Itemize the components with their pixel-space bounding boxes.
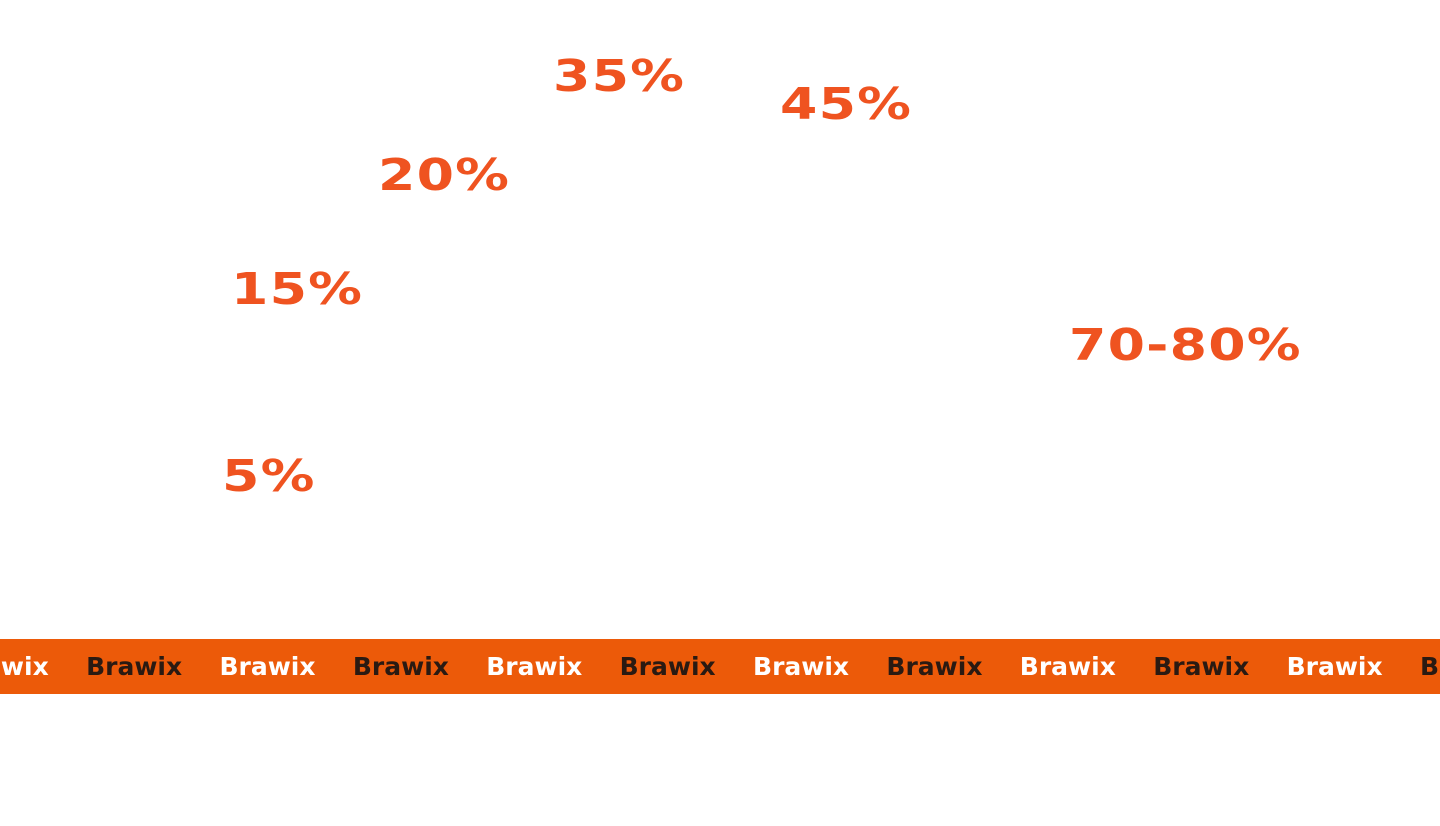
ticker-item: Brawix	[1286, 652, 1383, 681]
stat-45-percent: 45%	[780, 79, 913, 130]
ticker-track: Brawix Brawix Brawix Brawix Brawix Brawix Braw…	[0, 639, 1440, 694]
ticker-item: Brawix	[619, 652, 716, 681]
ticker-item: Brawix	[753, 652, 850, 681]
ticker-item: Brawix	[352, 652, 449, 681]
brand-ticker: Brawix Brawix Brawix Brawix Brawix Brawix Braw…	[0, 639, 1440, 694]
ticker-item: Brawix	[219, 652, 316, 681]
stat-35-percent: 35%	[553, 51, 686, 102]
stat-20-percent: 20%	[378, 150, 511, 201]
ticker-item: Brawix	[1419, 652, 1440, 681]
ticker-item: Brawix	[1153, 652, 1250, 681]
ticker-item: Brawix	[86, 652, 183, 681]
stat-5-percent: 5%	[222, 451, 316, 502]
ticker-item: Brawix	[0, 652, 49, 681]
ticker-item: Brawix	[886, 652, 983, 681]
stat-15-percent: 15%	[231, 264, 364, 315]
ticker-item: Brawix	[486, 652, 583, 681]
stat-70-80-percent: 70-80%	[1069, 320, 1302, 371]
ticker-item: Brawix	[1019, 652, 1116, 681]
